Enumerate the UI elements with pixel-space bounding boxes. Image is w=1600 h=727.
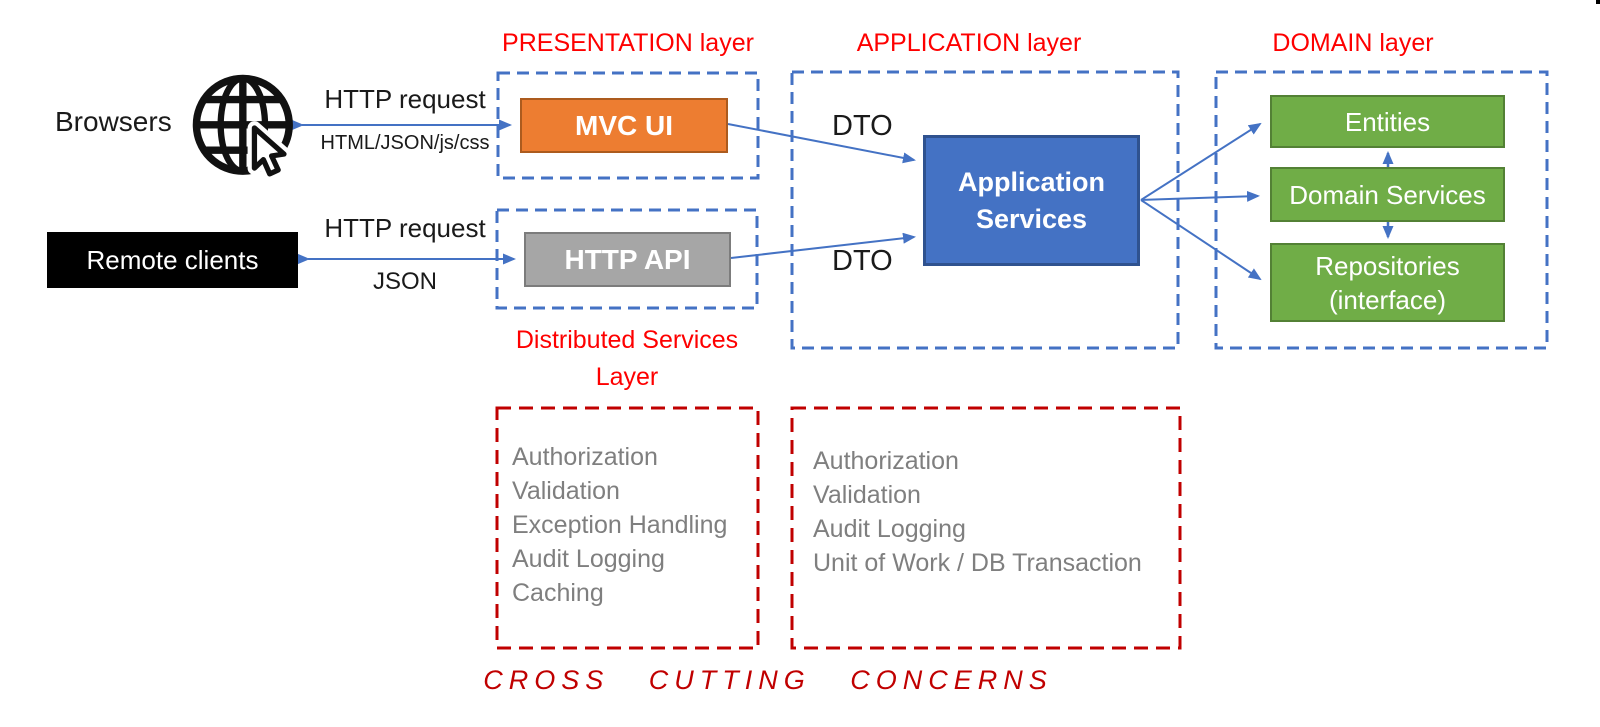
application-services-label: Application Services (958, 166, 1105, 234)
dto-top-label: DTO (832, 110, 893, 142)
domain-services-label: Domain Services (1289, 179, 1486, 210)
mvc-ui-label: MVC UI (575, 109, 673, 141)
application-services-box: Application Services (923, 135, 1140, 266)
list-item: Validation (512, 477, 620, 505)
presentation-layer-title: PRESENTATION layer (502, 29, 754, 57)
domain-layer-title: DOMAIN layer (1272, 29, 1434, 57)
http-response-browser-label: HTML/JSON/js/css (320, 132, 490, 154)
http-response-remote-label: JSON (372, 268, 437, 295)
cross-cutting-concerns-title: CROSS CUTTING CONCERNS (483, 665, 1053, 695)
list-item: Authorization (813, 447, 959, 475)
distributed-services-title-line1: Distributed Services (515, 326, 739, 354)
list-item: Validation (813, 481, 921, 509)
list-item: Audit Logging (813, 515, 966, 543)
arrow-appservices-domainservices (1140, 190, 1260, 202)
entities-label: Entities (1344, 106, 1431, 137)
remote-clients-box: Remote clients (47, 232, 298, 288)
http-api-label: HTTP API (564, 243, 691, 275)
application-layer-title: APPLICATION layer (856, 29, 1082, 57)
list-item: Caching (512, 579, 604, 607)
http-request-browser-label: HTTP request (324, 84, 486, 114)
artifact-dot (1596, 0, 1600, 4)
repositories-box: Repositories (interface) (1270, 243, 1505, 322)
globe-icon (192, 74, 293, 181)
dto-bottom-label: DTO (832, 245, 893, 277)
list-item: Exception Handling (512, 511, 728, 539)
list-item: Audit Logging (512, 545, 665, 573)
mvc-ui-box: MVC UI (520, 98, 728, 153)
http-api-box: HTTP API (524, 232, 731, 287)
entities-box: Entities (1270, 95, 1505, 148)
list-item: Authorization (512, 443, 658, 471)
distributed-services-title-line2: Layer (595, 363, 659, 391)
http-request-remote-label: HTTP request (324, 213, 486, 243)
arrow-appservices-entities (1140, 122, 1262, 201)
cursor-icon (247, 121, 291, 181)
cross-cutting-application-list: Authorization Validation Audit Logging U… (813, 444, 1142, 580)
arrow-appservices-repositories (1140, 199, 1262, 281)
list-item: Unit of Work / DB Transaction (813, 549, 1142, 577)
distributed-services-title: Distributed Services Layer (477, 322, 777, 396)
remote-clients-label: Remote clients (86, 244, 259, 275)
browsers-label: Browsers (55, 106, 172, 137)
cross-cutting-presentation-list: Authorization Validation Exception Handl… (512, 440, 727, 610)
domain-services-box: Domain Services (1270, 167, 1505, 222)
repositories-label: Repositories (interface) (1315, 250, 1460, 315)
